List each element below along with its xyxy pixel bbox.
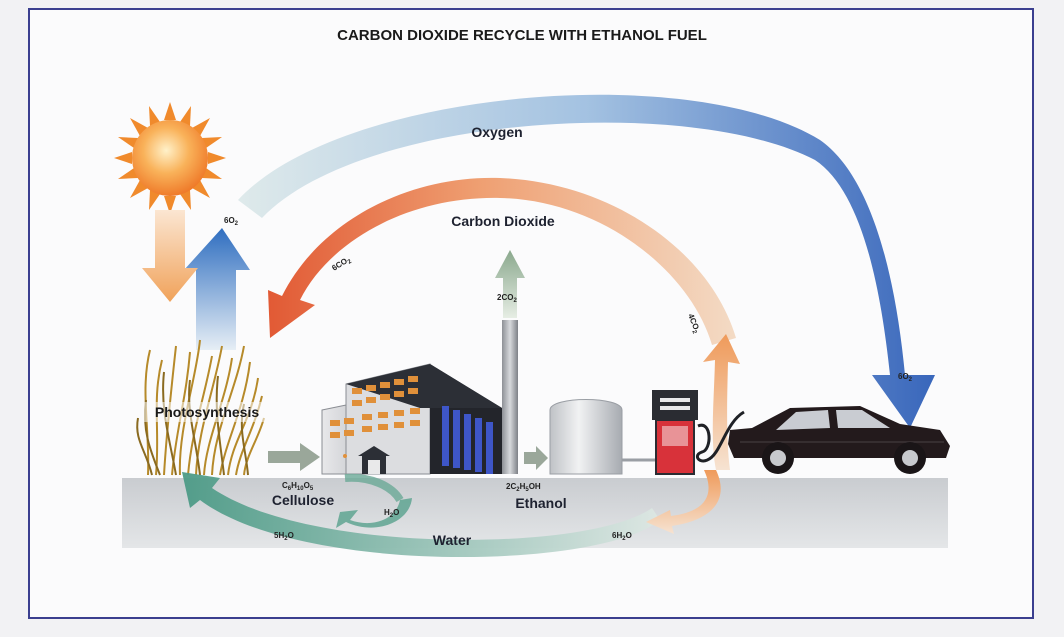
cellulose-label: Cellulose — [272, 492, 334, 508]
ethanol-label: Ethanol — [515, 495, 566, 511]
oxygen-release-arrow — [184, 228, 250, 350]
water-formula-factory: H2O — [384, 508, 399, 519]
o2-formula-car: 6O2 — [898, 372, 913, 383]
smokestack — [502, 320, 518, 474]
car-icon — [728, 406, 950, 474]
biomass-to-factory-arrow — [268, 443, 320, 471]
co2-formula-car: 4CO2 — [684, 312, 702, 335]
ethanol-storage-tank — [549, 399, 656, 475]
ethanol-factory — [321, 363, 502, 475]
sun-icon — [114, 102, 226, 214]
water-formula-plant: 5H2O — [274, 531, 294, 542]
water-formula-car: 6H2O — [612, 531, 632, 542]
factory-to-tank-arrow — [524, 446, 548, 470]
cellulose-formula: C6H10O5 — [282, 481, 314, 492]
water-label: Water — [433, 532, 472, 548]
oxygen-label: Oxygen — [471, 124, 522, 140]
o2-formula-left: 6O2 — [224, 216, 239, 227]
co2-flow-arrow — [268, 177, 736, 345]
co2-formula-stack: 2CO2 — [497, 293, 517, 304]
water-flow-arrow — [182, 472, 660, 558]
co2-label: Carbon Dioxide — [451, 213, 555, 229]
photosynthesis-label-bg — [140, 402, 268, 422]
diagram-title: CARBON DIOXIDE RECYCLE WITH ETHANOL FUEL — [337, 27, 707, 44]
stack-co2-arrow — [495, 250, 525, 318]
photosynthesis-label: Photosynthesis — [155, 404, 259, 420]
car-water-arrow — [646, 470, 721, 534]
ethanol-formula: 2C2H5OH — [506, 482, 541, 493]
co2-formula-left: 6CO2 — [330, 254, 353, 274]
car-co2-arrow — [703, 334, 740, 470]
fuel-pump — [652, 390, 745, 475]
sunlight-arrow — [142, 210, 198, 302]
